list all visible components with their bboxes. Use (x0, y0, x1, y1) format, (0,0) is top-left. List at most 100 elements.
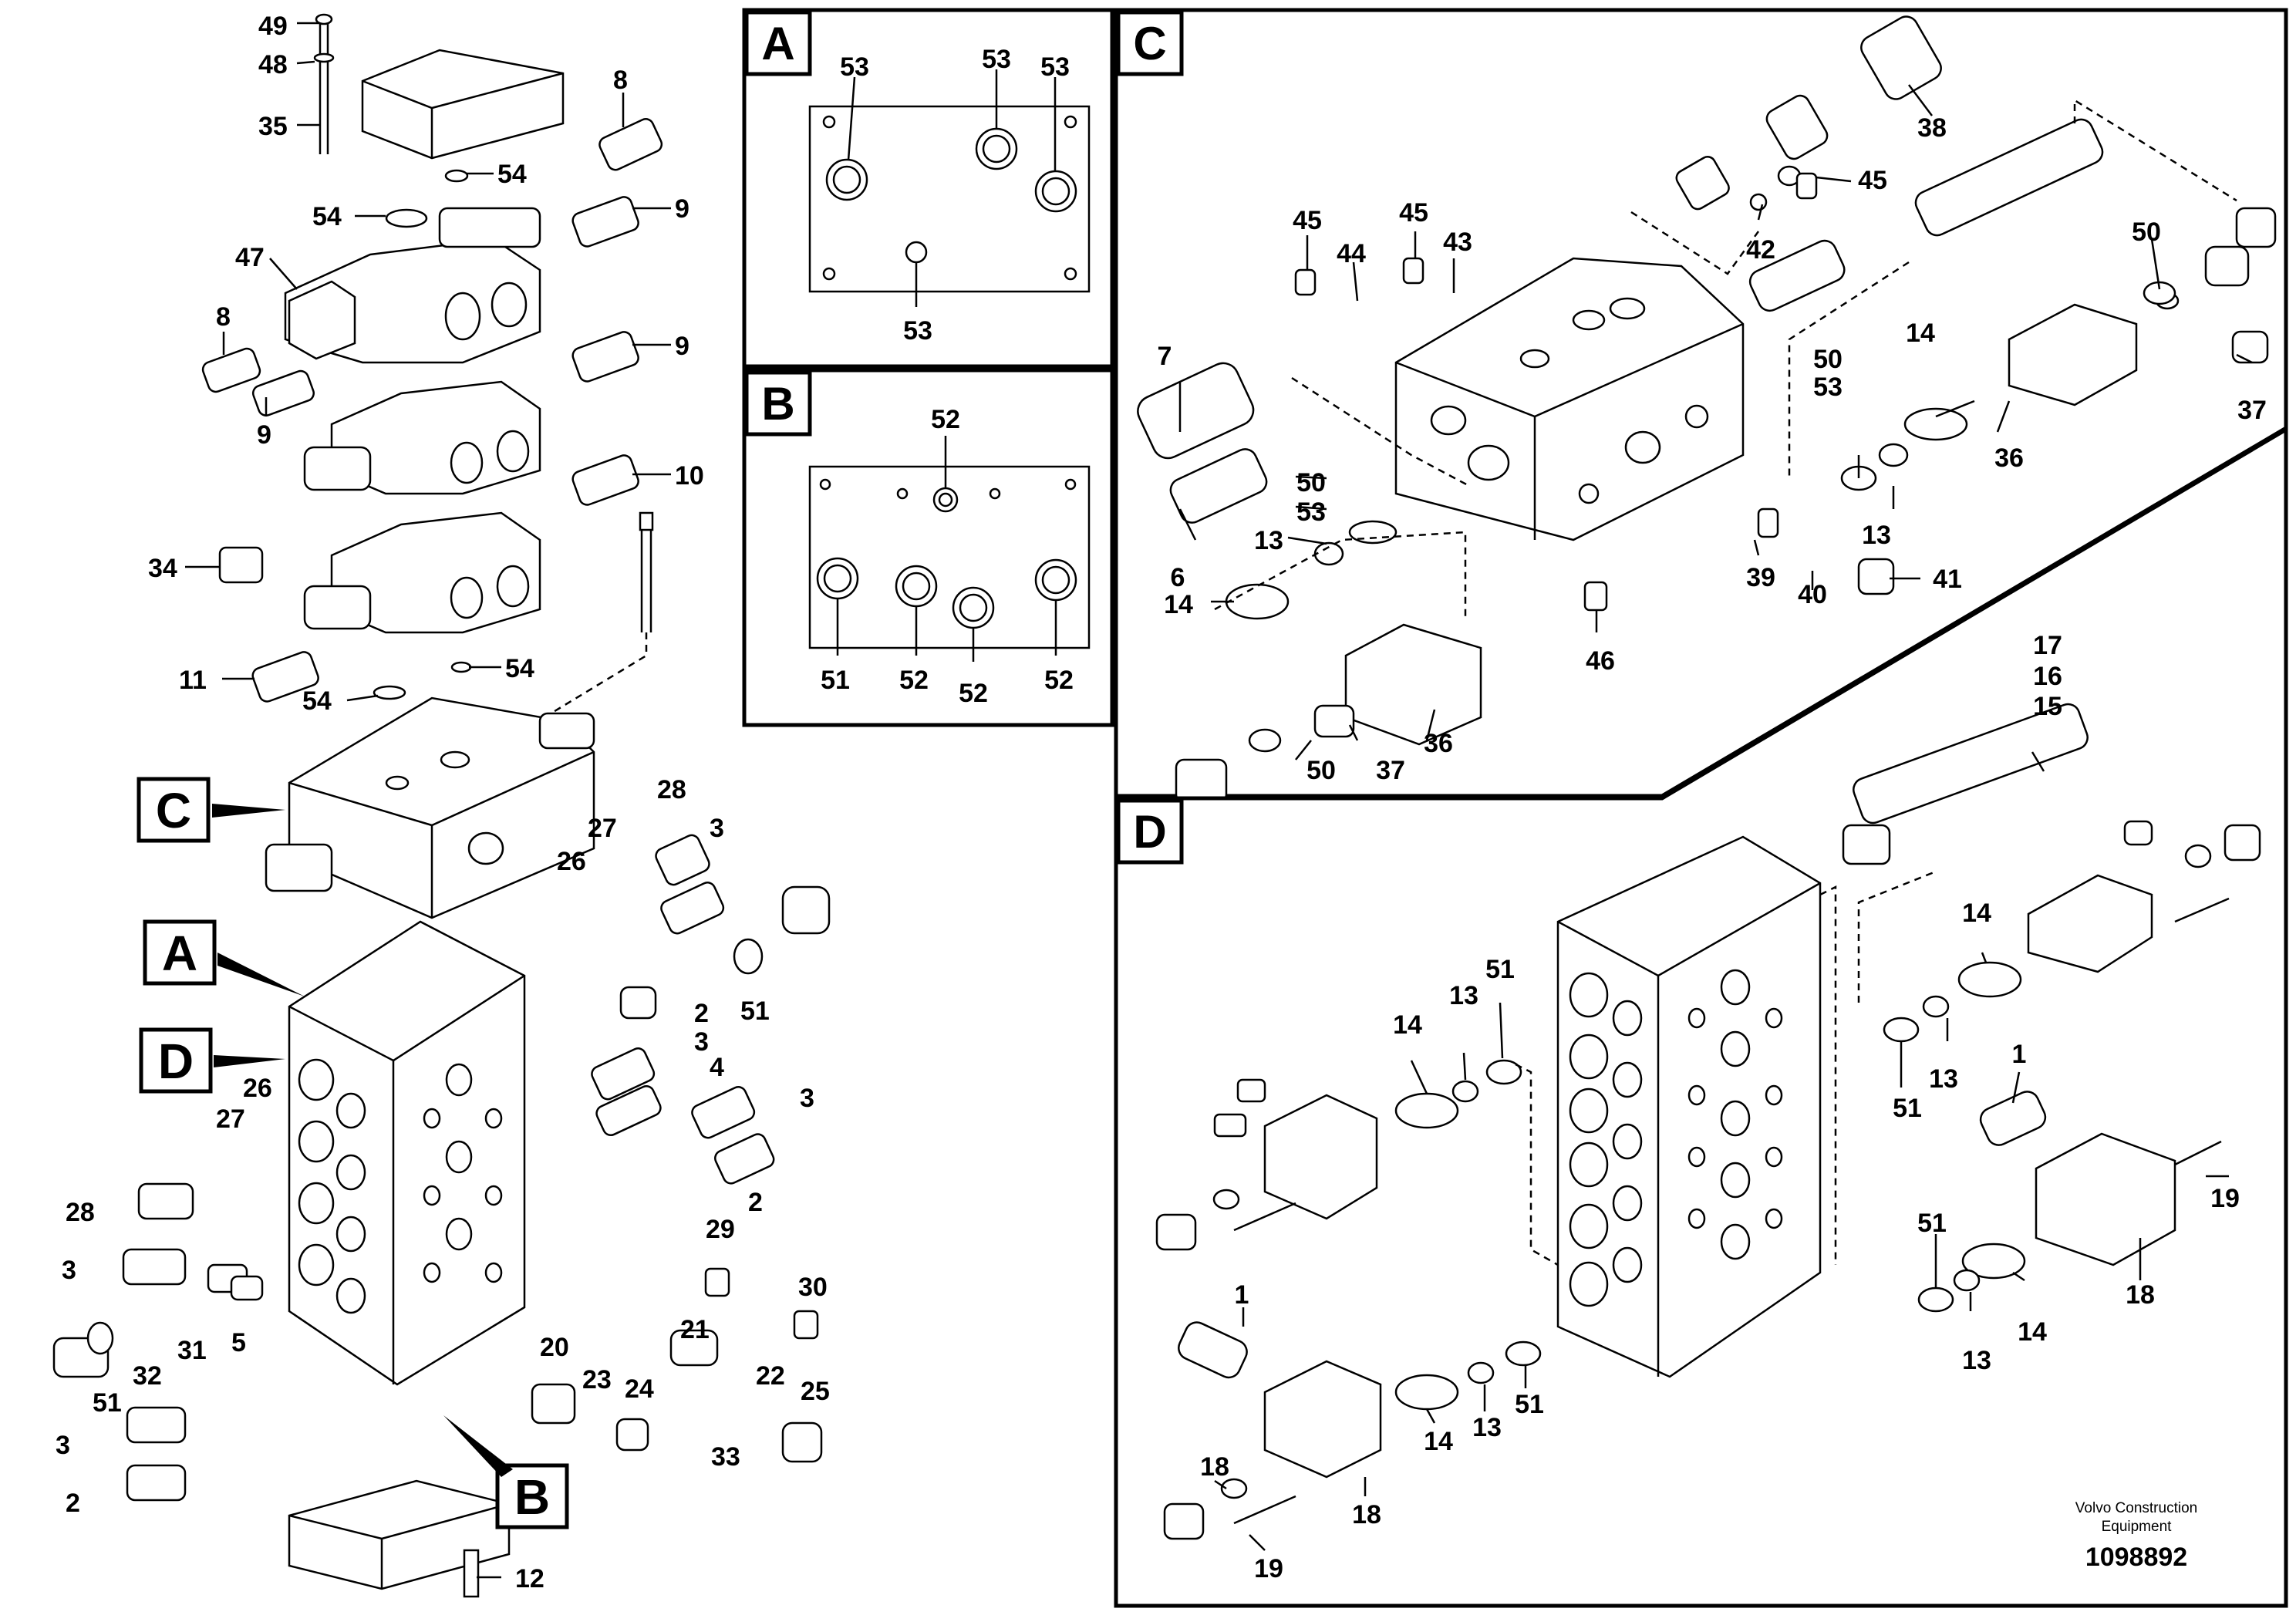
panel-c-label-6: 6 (1171, 563, 1185, 592)
label-3-left-b: 3 (56, 1431, 70, 1460)
panel-c-label-45-c: 45 (1858, 166, 1887, 195)
panel-a-label-53-2: 53 (982, 45, 1011, 74)
label-21: 21 (680, 1315, 710, 1344)
panel-d-label-51-b: 51 (1893, 1094, 1922, 1123)
panel-d-label-14-b: 14 (1962, 899, 1991, 928)
panel-c-label-50-c: 50 (1813, 345, 1843, 374)
label-54-top: 54 (497, 160, 527, 189)
panel-d-label-15: 15 (2033, 692, 2062, 721)
panel-a: A 53 53 53 53 (742, 8, 1114, 369)
label-2-right-a: 2 (694, 999, 709, 1028)
panel-c-label-44: 44 (1337, 239, 1366, 268)
panel-b-label-52-c: 52 (1044, 666, 1074, 695)
main-block-ports (298, 1058, 503, 1314)
panel-c-letter: C (1133, 18, 1166, 69)
label-9-mid: 9 (675, 332, 689, 361)
panel-d-label-1-b: 1 (1235, 1280, 1249, 1310)
label-9-top: 9 (675, 194, 689, 224)
brand-block: Volvo Construction Equipment 1098892 (2075, 1500, 2197, 1572)
label-32: 32 (133, 1361, 162, 1391)
label-33: 33 (711, 1442, 740, 1472)
panel-d-label-18-c: 18 (1352, 1500, 1381, 1529)
panel-d-label-18-a: 18 (2126, 1280, 2155, 1310)
panel-a-letter: A (761, 18, 794, 69)
label-28-left: 28 (66, 1198, 95, 1227)
callout-a: A (143, 919, 305, 996)
label-3-right-a: 3 (710, 814, 724, 843)
panel-b-label-51: 51 (821, 666, 850, 695)
panel-a-label-53-3: 53 (1040, 52, 1070, 82)
panel-b-label-52-a: 52 (899, 666, 929, 695)
label-5: 5 (231, 1328, 246, 1357)
panel-d-label-19-a: 19 (2210, 1184, 2240, 1213)
label-26-right: 26 (557, 847, 586, 876)
callout-d-letter: D (158, 1034, 194, 1089)
callout-d: D (139, 1027, 285, 1094)
left-leader-lines (185, 22, 671, 1579)
label-25: 25 (801, 1377, 830, 1406)
panel-c: C (1114, 8, 2288, 804)
panel-c-label-37-a: 37 (2237, 396, 2267, 425)
panel-d-label-1-a: 1 (2012, 1040, 2027, 1069)
panel-d-label-13-c: 13 (1962, 1346, 1991, 1375)
panel-c-label-42: 42 (1746, 235, 1775, 265)
panel-d: D (1114, 426, 2288, 1608)
panel-d-label-14-d: 14 (1424, 1427, 1453, 1456)
label-10: 10 (675, 461, 704, 491)
label-51-right: 51 (740, 996, 770, 1026)
label-24: 24 (625, 1374, 654, 1404)
panel-c-label-13-b: 13 (1862, 521, 1891, 550)
panel-c-label-14-a: 14 (1164, 590, 1193, 619)
panel-c-label-38: 38 (1917, 113, 1947, 143)
panel-c-label-53-a: 53 (1296, 497, 1326, 527)
label-27-right: 27 (588, 814, 617, 843)
label-54-mid: 54 (505, 654, 534, 683)
panel-b-label-52-top: 52 (931, 405, 960, 434)
label-29: 29 (706, 1215, 735, 1244)
label-31: 31 (177, 1336, 207, 1365)
label-49: 49 (258, 12, 288, 41)
panel-d-label-51-c: 51 (1917, 1209, 1947, 1238)
label-20: 20 (540, 1333, 569, 1362)
panel-d-letter: D (1133, 806, 1166, 858)
panel-c-label-46: 46 (1586, 646, 1615, 676)
callout-a-letter: A (162, 926, 197, 981)
panel-c-label-45-b: 45 (1399, 198, 1428, 228)
callout-c: C (137, 777, 285, 843)
label-30: 30 (798, 1273, 828, 1302)
label-48: 48 (258, 50, 288, 79)
brand-line-2: Equipment (2102, 1519, 2173, 1535)
label-27-left: 27 (216, 1104, 245, 1134)
label-54-left: 54 (312, 202, 342, 231)
panel-b-label-52-b: 52 (959, 679, 988, 708)
panel-c-label-45-a: 45 (1293, 206, 1322, 235)
callout-b-letter: B (514, 1469, 550, 1525)
label-12: 12 (515, 1564, 544, 1593)
panel-c-label-50-a: 50 (2132, 218, 2161, 247)
label-51-left: 51 (93, 1388, 122, 1418)
label-23: 23 (582, 1365, 612, 1394)
panel-d-label-51-a: 51 (1485, 955, 1515, 984)
label-47: 47 (235, 243, 265, 272)
panel-c-label-43: 43 (1443, 228, 1472, 257)
panel-c-label-50-d: 50 (1306, 756, 1336, 785)
top-cover-plate (361, 49, 565, 160)
left-part-labels: 49 48 35 8 54 54 9 47 8 9 9 10 34 11 54 … (56, 12, 830, 1593)
panel-d-leaders (1214, 751, 2229, 1551)
callout-b: B (443, 1415, 569, 1529)
panel-d-label-13-a: 13 (1449, 981, 1478, 1010)
panel-c-label-50-b: 50 (1296, 468, 1326, 497)
left-main-assembly (52, 13, 831, 1598)
label-4: 4 (710, 1053, 724, 1082)
panel-d-label-13-b: 13 (1929, 1064, 1958, 1094)
panel-d-label-18-b: 18 (1200, 1452, 1229, 1482)
panel-a-label-53-1: 53 (840, 52, 869, 82)
label-8-left: 8 (216, 302, 231, 332)
panel-c-label-39: 39 (1746, 563, 1775, 592)
label-2-right-b: 2 (748, 1188, 763, 1217)
label-22: 22 (756, 1361, 785, 1391)
panel-a-label-53-4: 53 (903, 316, 932, 346)
panel-c-label-40: 40 (1798, 580, 1827, 609)
label-11: 11 (179, 666, 207, 695)
